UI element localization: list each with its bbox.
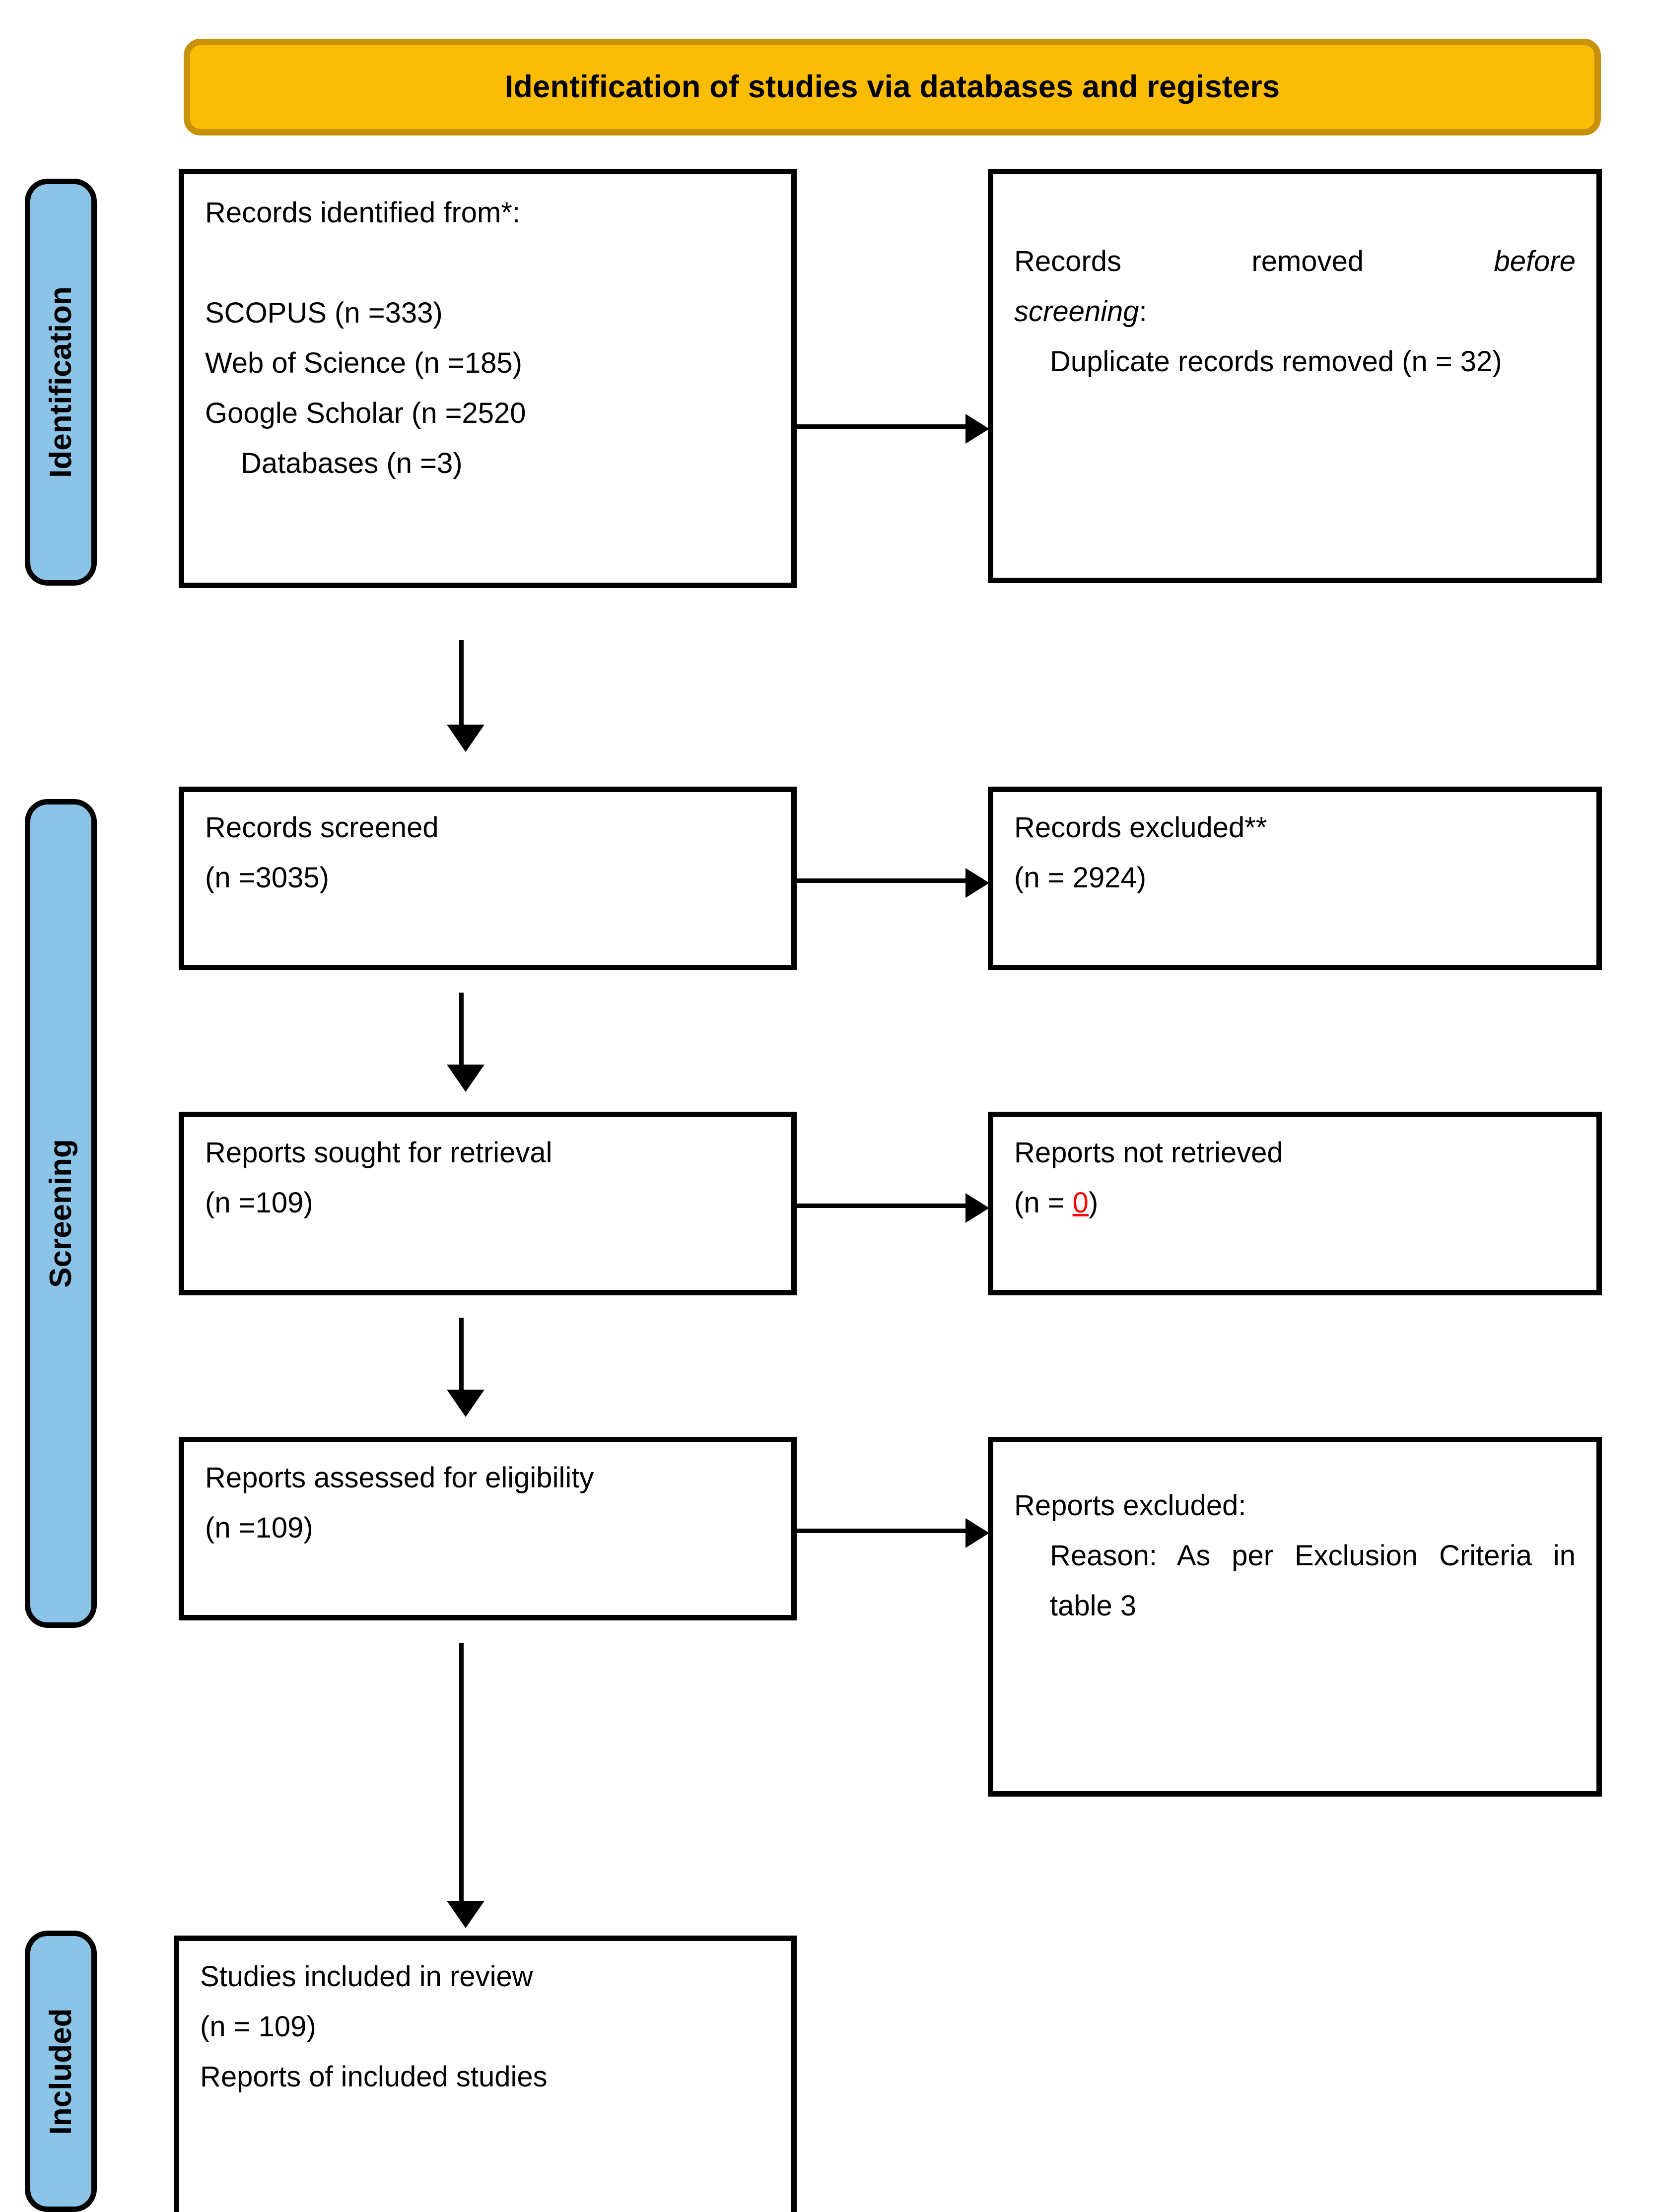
reports-sought-count: (n =109) [205,1186,313,1219]
stage-rail-screening-label: Screening [43,1139,78,1288]
box-reports-sought: Reports sought for retrieval (n =109) [179,1112,797,1295]
reports-not-retrieved-count: (n = 0) [1014,1178,1576,1228]
banner-title: Identification of studies via databases … [504,69,1280,104]
count-value-highlight: 0 [1072,1186,1089,1219]
reports-sought-label: Reports sought for retrieval [205,1137,552,1169]
arrow-right-assessed-to-reports-excluded-icon [797,1518,989,1548]
studies-included-label: Studies included in review [200,1960,533,1993]
box-records-excluded: Records excluded** (n = 2924) [988,787,1602,970]
box-records-removed: Records removed before screening: Duplic… [988,169,1602,583]
stage-rail-identification-label: Identification [43,286,78,478]
stage-rail-screening: Screening [25,799,97,1628]
source-scopus: SCOPUS (n =333) [205,296,443,329]
reports-assessed-count: (n =109) [205,1511,313,1544]
reports-of-included-studies: Reports of included studies [200,2060,548,2093]
records-removed-screening: screening: [1014,287,1576,337]
records-screened-label: Records screened [205,811,439,844]
box-reports-excluded-reason: Reports excluded: Reason: As per Exclusi… [988,1437,1602,1797]
reports-not-retrieved-label: Reports not retrieved [1014,1137,1283,1169]
reports-assessed-label: Reports assessed for eligibility [205,1462,594,1494]
box-reports-assessed: Reports assessed for eligibility (n =109… [179,1437,797,1620]
arrow-right-sought-to-not-retrieved-icon [797,1193,989,1223]
reports-excluded-heading: Reports excluded: [1014,1489,1246,1522]
records-removed-before: before [1494,245,1576,277]
arrow-down-screened-to-sought-icon [447,993,484,1092]
arrow-down-sought-to-assessed-icon [447,1318,484,1417]
records-removed-colon: : [1139,295,1147,328]
records-identified-heading: Records identified from*: [205,197,521,229]
reports-excluded-reason: Reason: As per Exclusion Criteria in tab… [1050,1539,1576,1622]
records-removed-text: Records removed [1014,245,1494,277]
source-google-scholar: Google Scholar (n =2520 [205,397,526,429]
arrow-down-assessed-to-included-icon [447,1643,484,1928]
arrow-down-identified-to-screened-icon [447,640,484,752]
source-web-of-science: Web of Science (n =185) [205,346,522,379]
box-reports-not-retrieved: Reports not retrieved (n = 0) [988,1112,1602,1295]
box-studies-included: Studies included in review (n = 109) Rep… [174,1936,797,2212]
stage-rail-included-label: Included [43,2008,78,2135]
count-prefix: (n = [1014,1186,1073,1219]
count-suffix: ) [1088,1186,1099,1219]
arrow-right-identified-to-removed-icon [797,414,989,444]
records-removed-heading: Records removed before [1014,237,1576,287]
stage-rail-included: Included [25,1931,97,2212]
stage-rail-identification: Identification [25,179,97,586]
duplicate-records-removed: Duplicate records removed (n = 32) [1050,345,1502,378]
source-databases: Databases (n =3) [241,447,463,479]
records-removed-screening-word: screening [1014,295,1139,328]
arrow-right-screened-to-excluded-icon [797,868,989,898]
identification-banner: Identification of studies via databases … [184,39,1601,135]
records-excluded-label: Records excluded** [1014,811,1267,844]
records-screened-count: (n =3035) [205,861,329,894]
studies-included-count: (n = 109) [200,2010,316,2043]
box-records-screened: Records screened (n =3035) [179,787,797,970]
box-records-identified: Records identified from*: SCOPUS (n =333… [179,169,797,588]
records-excluded-count: (n = 2924) [1014,861,1147,894]
